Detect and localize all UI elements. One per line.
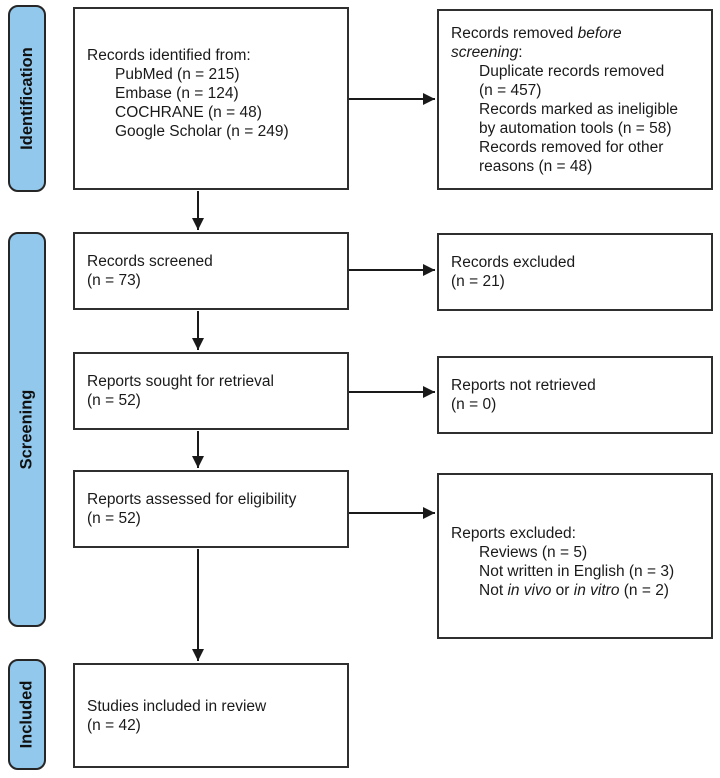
reports-sought-count: (n = 52) — [87, 392, 141, 409]
records-removed-title-italic: before — [577, 25, 622, 42]
reports-excluded-item-text: (n = 2) — [619, 582, 669, 599]
records-screened-count: (n = 73) — [87, 272, 141, 289]
records-identified-item: PubMed (n = 215) — [115, 66, 240, 83]
records-removed-title-italic: screening — [451, 44, 519, 61]
box-records-identified: Records identified from: PubMed (n = 215… — [73, 7, 349, 190]
stage-bar-screening: Screening — [8, 232, 46, 627]
reports-excluded-item-italic: in vivo — [507, 582, 552, 599]
records-screened-label: Records screened — [87, 253, 213, 270]
records-removed-item: Records marked as ineligible by automati… — [479, 101, 679, 137]
records-removed-title: Records removed before screening: — [451, 24, 701, 62]
box-reports-assessed: Reports assessed for eligibility (n = 52… — [73, 470, 349, 548]
records-removed-item: Duplicate records removed (n = 457) — [479, 63, 665, 99]
studies-included-count: (n = 42) — [87, 716, 141, 734]
box-records-screened: Records screened (n = 73) — [73, 232, 349, 310]
reports-excluded-item: Not in vivo or in vitro (n = 2) — [479, 581, 680, 600]
records-removed-title-text: : — [518, 44, 523, 61]
records-excluded-count: (n = 21) — [451, 273, 505, 290]
box-reports-sought: Reports sought for retrieval (n = 52) — [73, 352, 349, 430]
records-identified-title: Records identified from: — [87, 47, 251, 64]
reports-excluded-item-italic: in vitro — [573, 582, 620, 599]
reports-excluded-item: Reviews (n = 5) — [479, 544, 588, 561]
box-reports-excluded: Reports excluded: Reviews (n = 5) Not wr… — [437, 473, 713, 639]
stage-label-included: Included — [17, 680, 36, 749]
records-identified-item: Google Scholar (n = 249) — [115, 123, 289, 140]
reports-assessed-label: Reports assessed for eligibility — [87, 491, 297, 508]
reports-not-retrieved-count: (n = 0) — [451, 396, 497, 413]
reports-sought-label: Reports sought for retrieval — [87, 373, 274, 390]
reports-excluded-item: Not written in English (n = 3) — [479, 563, 675, 580]
reports-excluded-item-text: or — [551, 582, 574, 599]
records-excluded-label: Records excluded — [451, 254, 576, 271]
records-identified-item: Embase (n = 124) — [115, 85, 239, 102]
box-records-excluded: Records excluded (n = 21) — [437, 233, 713, 311]
records-removed-title-text: Records removed — [451, 25, 578, 42]
box-records-removed: Records removed before screening: Duplica… — [437, 9, 713, 190]
reports-excluded-item-text: Not — [479, 582, 508, 599]
reports-assessed-count: (n = 52) — [87, 510, 141, 527]
stage-bar-included: Included — [8, 659, 46, 770]
records-identified-item: COCHRANE (n = 48) — [115, 104, 262, 121]
reports-not-retrieved-label: Reports not retrieved — [451, 377, 596, 394]
stage-label-identification: Identification — [17, 47, 36, 150]
records-removed-item: Records removed for other reasons (n = 4… — [479, 139, 664, 175]
stage-label-screening: Screening — [17, 389, 36, 470]
reports-excluded-title: Reports excluded: — [451, 525, 576, 542]
box-reports-not-retrieved: Reports not retrieved (n = 0) — [437, 356, 713, 434]
stage-bar-identification: Identification — [8, 5, 46, 192]
box-studies-included: Studies included in review (n = 42) — [73, 663, 349, 768]
studies-included-label: Studies included in review — [87, 697, 267, 715]
